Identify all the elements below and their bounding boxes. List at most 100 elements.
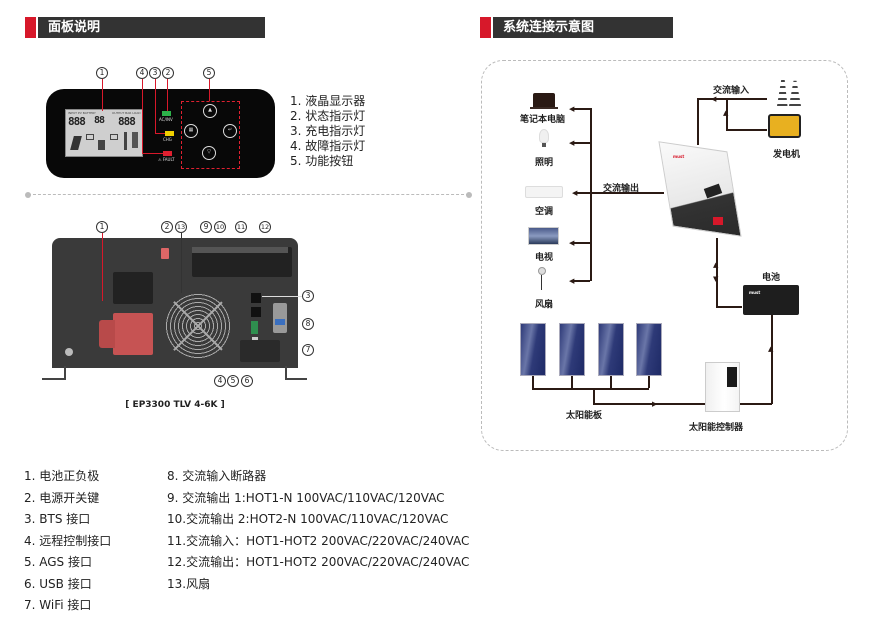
solar-controller-label: 太阳能控制器 [689, 423, 744, 433]
legend-item: 2. 电源开关键 [24, 490, 100, 505]
panel-to-controller-wire-v [593, 388, 595, 403]
rear-callout-9: 9 [200, 221, 212, 233]
wire-to-light [572, 142, 590, 144]
wire-to-tv [572, 242, 590, 244]
light-bulb-icon [539, 129, 549, 143]
panel-wire [571, 376, 573, 388]
arrow-left-icon: ◀ [569, 239, 575, 247]
fault-led-label: ⚠ FAULT [158, 157, 175, 162]
inverter-battery-terminal [713, 217, 723, 225]
callout-3-line [155, 79, 156, 133]
legend-item: 6. USB 接口 [24, 576, 92, 591]
load-bus-wire [590, 108, 592, 281]
callout-4: 4 [136, 67, 148, 79]
ac-inv-led-label: AC/INV [159, 117, 173, 122]
solar-panel-icon [636, 323, 662, 376]
rear-legend-left: 1. 电池正负极 2. 电源开关键 3. BTS 接口 4. 远程控制接口 5.… [24, 466, 111, 617]
arrow-down-icon: ▼ [713, 275, 719, 283]
battery-label: 电池 [762, 273, 781, 283]
controller-to-battery-wire-h [740, 403, 772, 405]
arrow-up-icon: ▲ [723, 109, 729, 117]
rear-callout-8: 8 [302, 318, 314, 330]
ac-terminal-cover [192, 247, 288, 253]
rear-callout-12: 12 [259, 221, 271, 233]
tv-icon [528, 227, 559, 245]
arrow-up-icon: ▲ [768, 345, 774, 353]
arrow-left-icon: ◀ [572, 189, 578, 197]
rear-foot-left-post [64, 366, 66, 379]
solar-controller-display [727, 367, 737, 387]
rear-callout-5: 5 [227, 375, 239, 387]
battery-brand-logo: must [749, 290, 761, 295]
fan-stand [541, 275, 542, 290]
arrow-left-icon: ◀ [569, 277, 575, 285]
battery-wire-v [716, 238, 718, 306]
front-panel-legend: 1. 液晶显示器 2. 状态指示灯 3. 充电指示灯 4. 故障指示灯 5. 功… [290, 94, 365, 169]
legend-item: 4. 故障指示灯 [290, 139, 366, 153]
lcd-display: INPUT PV BATTERY OUTPUT BAR LOAD 888 88 … [65, 109, 143, 157]
usb-port [252, 337, 258, 340]
callout-3-line-h [155, 133, 165, 134]
enter-button: ↵ [223, 124, 237, 138]
callout-5-line [209, 79, 210, 101]
load-label-fan: 风扇 [535, 300, 554, 310]
rear-callout-13: 13 [175, 221, 187, 233]
legend-item: 3. 充电指示灯 [290, 124, 366, 138]
ac-input-wire-v [697, 98, 699, 145]
laptop-icon [533, 93, 555, 107]
ac-breaker [273, 303, 287, 333]
bts-port [251, 293, 261, 303]
ac-inv-led [162, 111, 171, 116]
load-label-light: 照明 [535, 158, 554, 168]
rear-callout-7: 7 [302, 344, 314, 356]
rear-callout-10: 10 [214, 221, 226, 233]
solar-panel-icon [559, 323, 585, 376]
callout-5: 5 [203, 67, 215, 79]
rear-callout-13-line [181, 233, 182, 293]
arrow-left-icon: ◀ [569, 105, 575, 113]
remote-port [251, 307, 261, 317]
panel-wire [610, 376, 612, 388]
callout-4-line [142, 79, 143, 153]
chg-led-label: CHG [163, 137, 172, 142]
legend-item: 4. 远程控制接口 [24, 533, 112, 548]
legend-item: 2. 状态指示灯 [290, 109, 366, 123]
menu-icon: ▦ [188, 127, 194, 133]
panel-section-header: 面板说明 [25, 17, 265, 38]
battery-wire-h [716, 306, 742, 308]
rear-callout-3: 3 [302, 290, 314, 302]
lcd-load-icon [132, 132, 138, 148]
arrow-up-icon: ▲ [713, 261, 719, 269]
legend-item: 11.交流输入：HOT1-HOT2 200VAC/220VAC/240VAC [167, 533, 470, 548]
panel-to-controller-wire-h [593, 403, 705, 405]
fan-grille [164, 292, 232, 360]
battery-negative-terminal [113, 272, 153, 304]
lcd-inverter-icon [86, 134, 94, 140]
rear-callout-1: 1 [96, 221, 108, 233]
laptop-base [530, 107, 558, 109]
callout-1-line [102, 79, 103, 111]
generator-icon [768, 114, 801, 138]
lcd-top-right-text: OUTPUT BAR LOAD [112, 111, 141, 115]
load-label-laptop: 笔记本电脑 [520, 115, 566, 125]
fan-icon [538, 267, 546, 275]
enter-icon: ↵ [227, 127, 233, 133]
arrow-right-icon: ▶ [652, 400, 658, 408]
legend-item: 5. 功能按钮 [290, 154, 354, 168]
legend-item: 1. 电池正负极 [24, 469, 100, 483]
solar-panel-icon [598, 323, 624, 376]
rear-foot-left [42, 378, 66, 380]
load-label-tv: 电视 [535, 253, 554, 263]
ac-input-wire-h [697, 98, 767, 100]
ac-breaker-handle [275, 319, 285, 325]
power-switch [161, 248, 169, 259]
lcd-right-digits: 888 [118, 115, 136, 128]
ags-port [251, 321, 258, 334]
callout-1: 1 [96, 67, 108, 79]
header-accent [480, 17, 491, 38]
callout-3: 3 [149, 67, 161, 79]
lcd-mid-digits: 88 [94, 115, 105, 126]
callout-2: 2 [162, 67, 174, 79]
legend-item: 8. 交流输入断路器 [167, 469, 267, 483]
solar-panel-label: 太阳能板 [566, 411, 603, 421]
